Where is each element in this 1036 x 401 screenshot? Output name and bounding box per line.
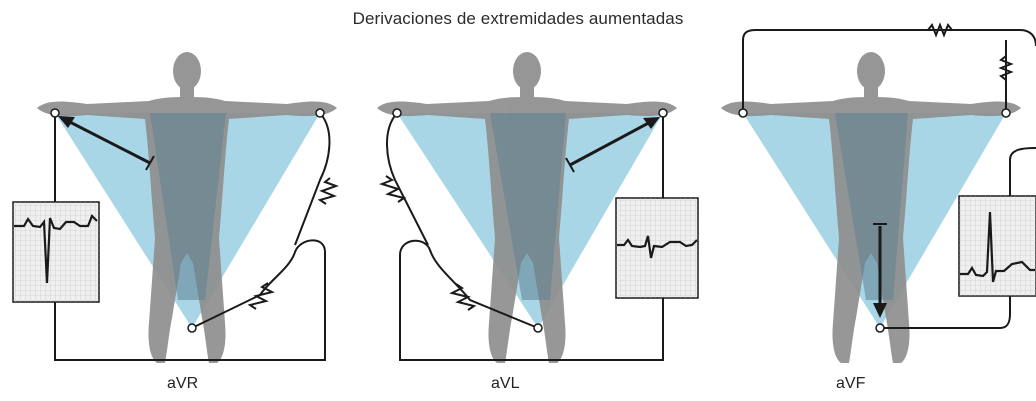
ecg-strip <box>958 195 1036 297</box>
arrow-tail-bar <box>145 155 155 171</box>
resistor-icon <box>317 177 339 205</box>
lead-label: aVF <box>836 375 866 392</box>
lead-wire <box>54 113 326 361</box>
electrode-left-arm <box>315 108 325 118</box>
lead-vector-arrow <box>61 116 151 165</box>
lead-label: aVL <box>491 375 520 392</box>
figure-triangle-overlap <box>490 113 566 300</box>
lead-wire-right-arm <box>386 112 429 246</box>
electrode-left-leg <box>875 323 885 333</box>
resistor-icon <box>998 55 1014 81</box>
electrode-left-leg <box>533 323 543 333</box>
figure-triangle-overlap <box>835 113 908 300</box>
ecg-strip <box>615 197 699 299</box>
ecg-strip <box>12 201 100 303</box>
lead-wire <box>399 113 664 361</box>
ecg-trace <box>14 214 98 284</box>
resistor-icon <box>247 282 275 310</box>
resistor-icon <box>927 22 953 38</box>
lead-wire <box>880 147 1036 329</box>
lead-vector-arrow <box>569 117 657 167</box>
lead-wire <box>742 29 1036 113</box>
panel-avl: aVL <box>377 52 699 392</box>
arrow-tail-bar <box>565 157 575 173</box>
ecg-trace <box>617 235 698 259</box>
lead-label: aVR <box>167 375 198 392</box>
electrode-right-arm <box>50 108 60 118</box>
electrode-right-arm <box>392 108 402 118</box>
electrode-left-leg <box>187 323 197 333</box>
ecg-trace <box>960 211 1035 283</box>
panel-avr: aVR <box>12 52 339 392</box>
resistor-icon <box>449 283 477 311</box>
electrode-left-arm <box>1001 108 1011 118</box>
arrowhead-icon <box>873 303 887 318</box>
electrode-right-arm <box>738 108 748 118</box>
page-title: Derivaciones de extremidades aumentadas <box>352 9 684 28</box>
arrowhead-icon <box>58 116 75 128</box>
electrode-left-arm <box>658 108 668 118</box>
lead-wire-left-arm <box>294 112 331 246</box>
resistor-icon <box>379 175 407 203</box>
panel-avf: aVF <box>721 22 1036 392</box>
figure-triangle-overlap <box>150 113 226 300</box>
arrowhead-icon <box>643 117 660 129</box>
